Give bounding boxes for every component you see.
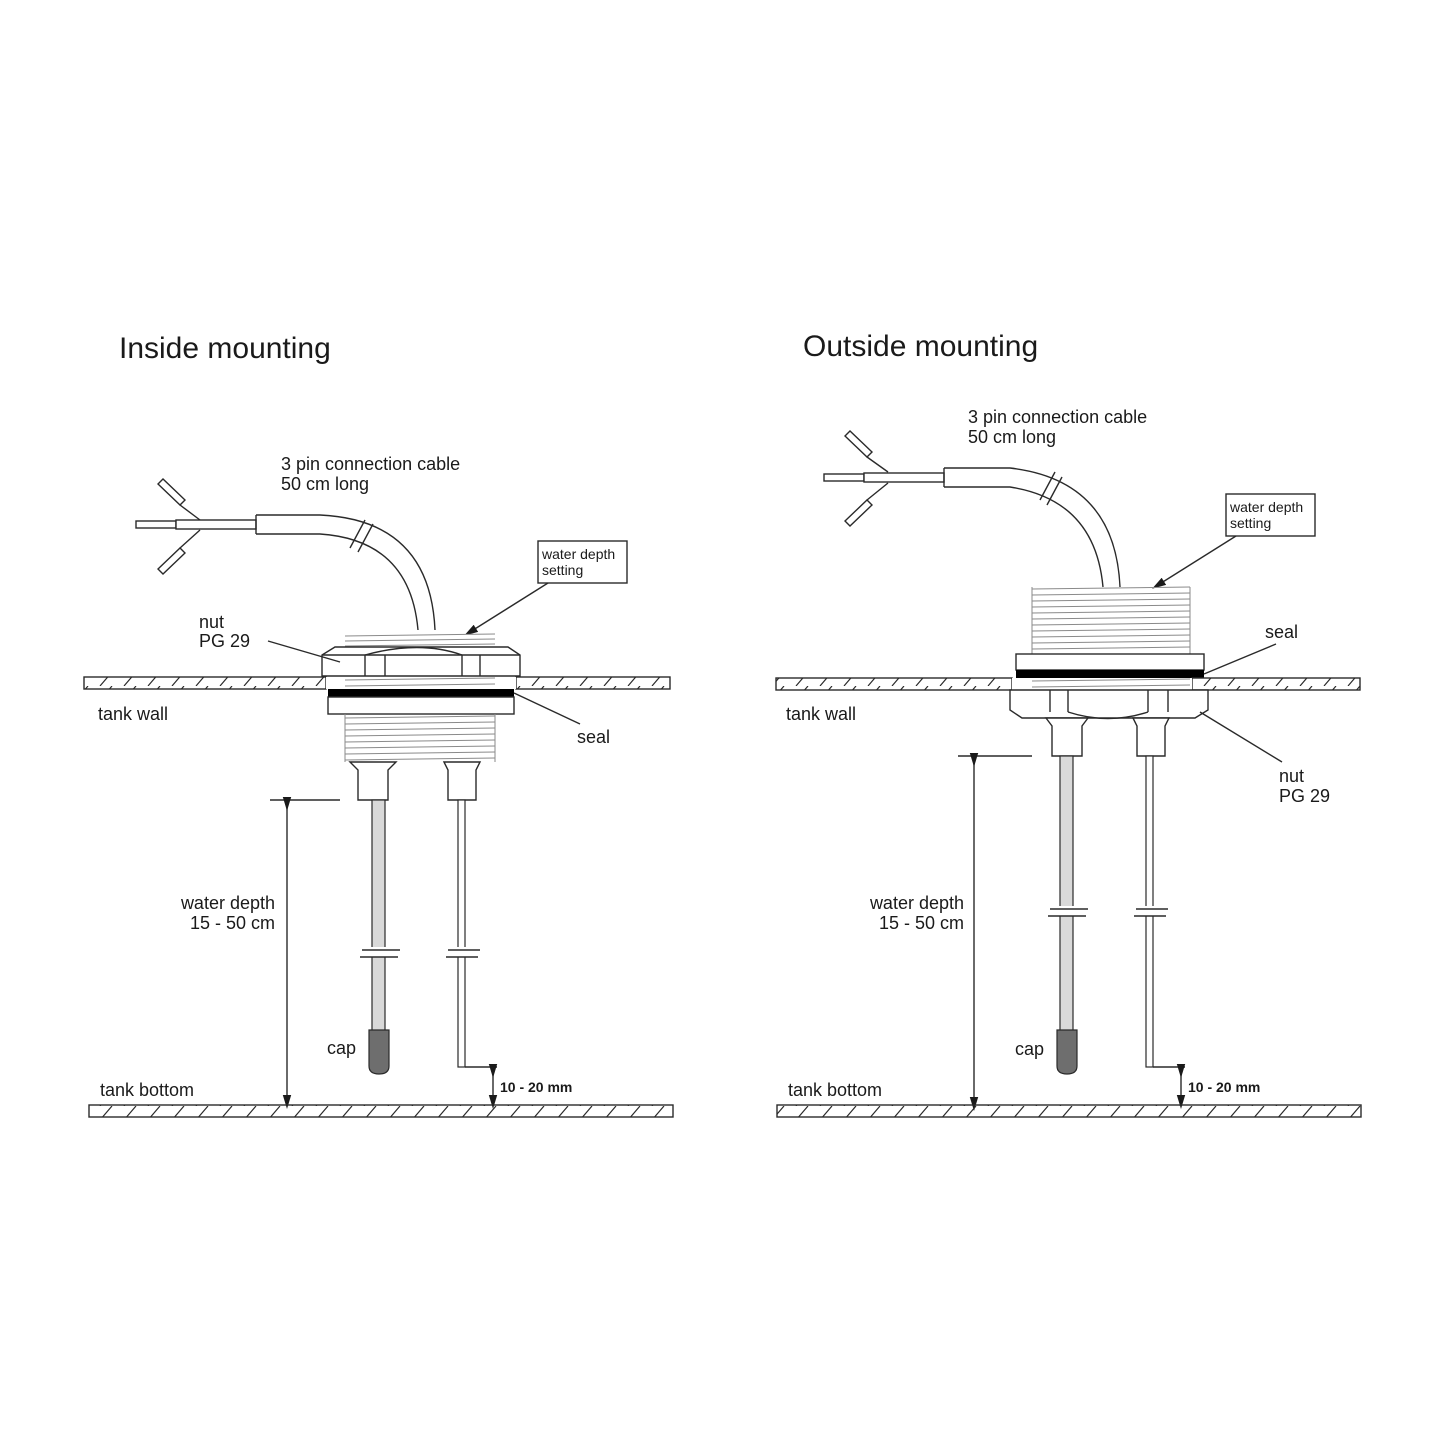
depth-label-2: 15 - 50 cm	[190, 913, 275, 933]
seal-label: seal	[577, 727, 610, 747]
cable-sheath	[256, 514, 436, 631]
depth-label-2: 15 - 50 cm	[879, 913, 964, 933]
tank-bottom-inside	[88, 1104, 674, 1118]
cable-label-2: 50 cm long	[968, 427, 1056, 447]
nut-label-1: nut	[1279, 766, 1304, 786]
depth-label-1: water depth	[869, 893, 964, 913]
seal	[328, 689, 514, 697]
probe-bushing-right	[442, 761, 482, 801]
nut-pg29	[1009, 689, 1209, 719]
probe-bushing-left	[348, 761, 398, 801]
outside-title: Outside mounting	[803, 330, 1038, 363]
tank-wall-label: tank wall	[98, 704, 168, 724]
depth-label-1: water depth	[180, 893, 275, 913]
cap-label: cap	[1015, 1039, 1044, 1059]
nut-label-1: nut	[199, 612, 224, 632]
tank-bottom-outside	[776, 1104, 1362, 1118]
seal-label: seal	[1265, 622, 1298, 642]
nut-pg29	[321, 646, 521, 677]
inside-mounting-panel: Inside mounting 3 pin connection cable 5…	[83, 332, 674, 1118]
tank-wall-inside	[83, 676, 671, 690]
setting-box-label-2: setting	[1230, 515, 1271, 531]
nut-label-2: PG 29	[199, 631, 250, 651]
probe-rod-left	[1059, 755, 1074, 1033]
cable-label-1: 3 pin connection cable	[968, 407, 1147, 427]
probe-cap	[368, 1029, 390, 1075]
cable-wires-icon	[135, 478, 257, 575]
tank-wall-outside	[775, 677, 1361, 691]
tank-wall-label: tank wall	[786, 704, 856, 724]
flange	[327, 696, 515, 715]
cable-label-1: 3 pin connection cable	[281, 454, 460, 474]
probe-rod-left	[371, 799, 386, 1033]
nut-label-2: PG 29	[1279, 786, 1330, 806]
probe-rod-right	[457, 799, 466, 1068]
gap-label: 10 - 20 mm	[500, 1079, 572, 1095]
thread-bottom	[344, 714, 496, 762]
thread-body	[1031, 586, 1191, 655]
flange	[1015, 653, 1205, 671]
cable-wires-icon	[823, 430, 945, 527]
setting-box-label-2: setting	[542, 562, 583, 578]
water-depth-setting-box	[1225, 493, 1316, 537]
outside-mounting-panel: Outside mounting 3 pin connection cable …	[775, 330, 1362, 1118]
cap-label: cap	[327, 1038, 356, 1058]
tank-bottom-label: tank bottom	[100, 1080, 194, 1100]
water-depth-setting-box	[537, 540, 628, 584]
seal	[1016, 670, 1204, 678]
probe-bushing-right	[1131, 717, 1171, 757]
probe-bushing-left	[1044, 717, 1090, 757]
inside-title: Inside mounting	[119, 332, 331, 365]
probe-cap	[1056, 1029, 1078, 1075]
tank-bottom-label: tank bottom	[788, 1080, 882, 1100]
cable-label-2: 50 cm long	[281, 474, 369, 494]
thread-top	[344, 633, 496, 650]
setting-box-label-1: water depth	[1229, 499, 1303, 515]
setting-box-label-1: water depth	[541, 546, 615, 562]
cable-sheath	[944, 467, 1121, 588]
gap-label: 10 - 20 mm	[1188, 1079, 1260, 1095]
